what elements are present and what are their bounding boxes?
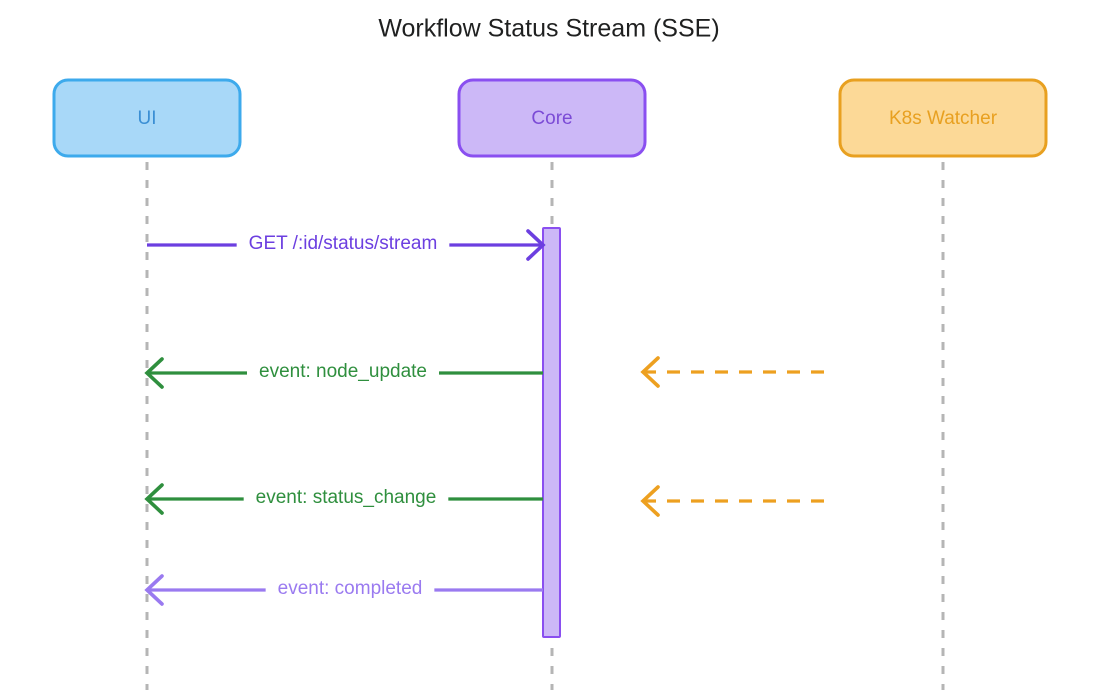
message-label-event-node-update: event: node_update (259, 361, 427, 382)
arrowhead-event-node-update (144, 357, 164, 389)
actor-box-rect-ui (52, 78, 242, 158)
actor-box-core[interactable]: Core (457, 78, 647, 158)
activation-bar-core (542, 227, 561, 638)
actor-box-ui[interactable]: UI (52, 78, 242, 158)
message-get-id-status-stream (147, 229, 546, 261)
activation-bars-group (542, 227, 561, 638)
actor-box-rect-core (457, 78, 647, 158)
arrowhead-unlabeled-2 (640, 356, 660, 388)
actor-label-ui: UI (138, 108, 157, 129)
message-label-get-id-status-stream: GET /:id/status/stream (249, 233, 438, 254)
message-unlabeled-2 (640, 356, 827, 388)
actor-boxes-group: UI Core K8s Watcher (52, 78, 1048, 158)
message-unlabeled-4 (640, 485, 827, 517)
message-event-status-change (144, 483, 543, 515)
page-title: Workflow Status Stream (SSE) (378, 15, 719, 43)
message-event-node-update (144, 357, 543, 389)
arrowhead-event-status-change (144, 483, 164, 515)
arrowhead-get-id-status-stream (526, 229, 546, 261)
arrowhead-event-completed (144, 574, 164, 606)
message-label-event-status-change: event: status_change (256, 487, 437, 508)
message-label-event-completed: event: completed (278, 578, 423, 599)
actor-box-rect-k8s (838, 78, 1048, 158)
actor-label-core: Core (531, 108, 572, 129)
message-event-completed (144, 574, 543, 606)
messages-group: GET /:id/status/stream event: node_update… (144, 229, 827, 606)
arrowhead-unlabeled-4 (640, 485, 660, 517)
actor-label-k8s: K8s Watcher (889, 108, 998, 129)
actor-box-k8s[interactable]: K8s Watcher (838, 78, 1048, 158)
